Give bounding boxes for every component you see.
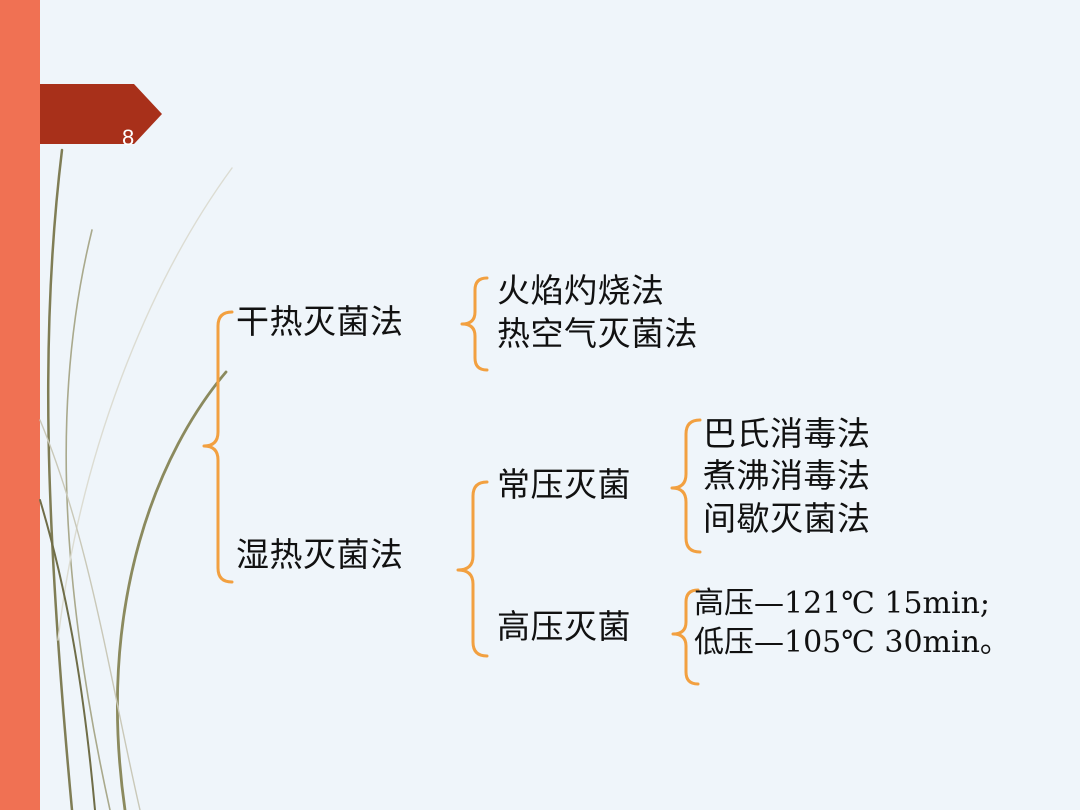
normal-pressure-label: 常压灭菌 — [497, 464, 631, 506]
moist-heat-label: 湿热灭菌法 — [236, 534, 404, 576]
dry-heat-label: 干热灭菌法 — [236, 301, 404, 343]
high-pressure-condition: 高压—121℃ 15min; — [694, 584, 990, 624]
high-pressure-label: 高压灭菌 — [497, 606, 631, 648]
normal-pressure-method-item: 煮沸消毒法 — [703, 455, 871, 497]
normal-pressure-method-item: 间歇灭菌法 — [703, 498, 871, 540]
root-bracket — [204, 312, 232, 582]
normal-pressure-bracket — [672, 420, 700, 552]
low-pressure-condition: 低压—105℃ 30min。 — [694, 623, 1010, 663]
dry-heat-method-item: 火焰灼烧法 — [497, 270, 665, 312]
dry-heat-bracket — [462, 278, 487, 370]
normal-pressure-method-item: 巴氏消毒法 — [703, 413, 871, 455]
dry-heat-method-item: 热空气灭菌法 — [497, 313, 698, 355]
moist-heat-bracket — [458, 482, 487, 656]
